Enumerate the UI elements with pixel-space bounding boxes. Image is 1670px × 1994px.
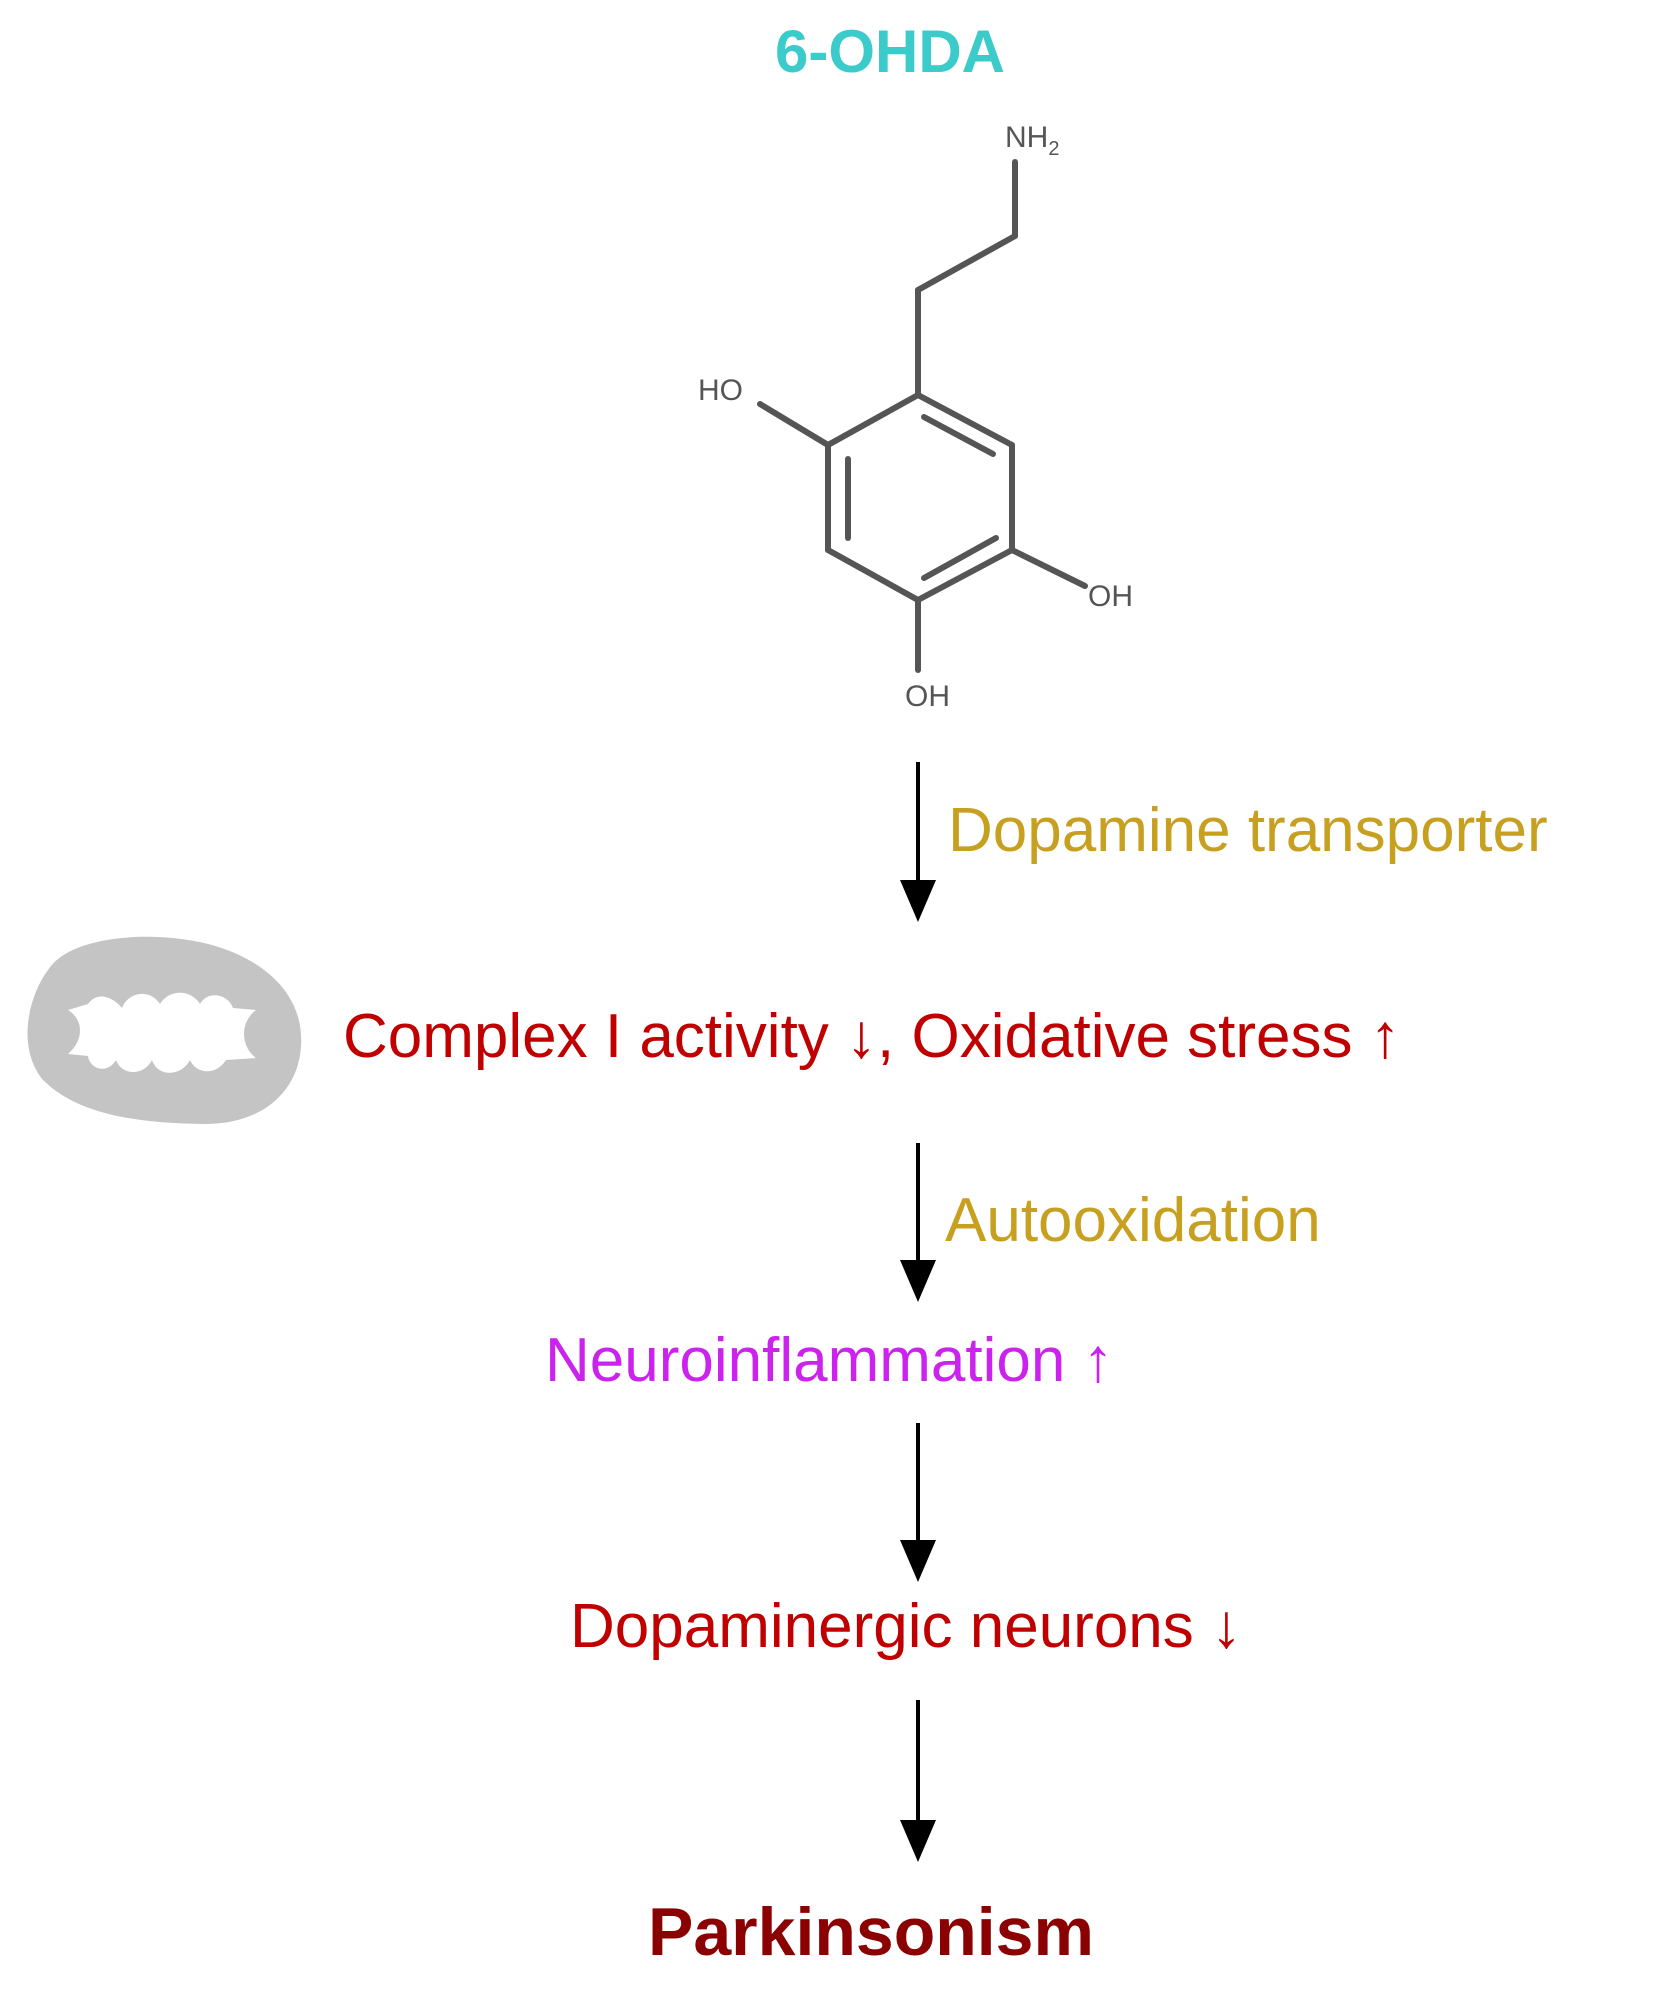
neuroinflammation-text: Neuroinflammation bbox=[545, 1326, 1066, 1395]
ring-bond-6 bbox=[825, 392, 921, 448]
mitochondrion-icon bbox=[27, 936, 302, 1125]
arrow-head-2 bbox=[900, 1260, 936, 1302]
complex-i-text: Complex I activity bbox=[343, 1002, 829, 1071]
oh-right-bond bbox=[1009, 547, 1088, 589]
ring-bond-3 bbox=[915, 547, 1015, 603]
edge-label-autooxidation: Autooxidation bbox=[945, 1186, 1321, 1255]
ring-bond-1 bbox=[915, 392, 1015, 448]
edge-label-transporter: Dopamine transporter bbox=[948, 796, 1548, 865]
ring-double-1 bbox=[921, 414, 996, 457]
amine-label: NH2 bbox=[1005, 121, 1059, 160]
arrow-head-3 bbox=[900, 1540, 936, 1582]
down-arrow-icon: ↓ bbox=[1211, 1592, 1243, 1661]
down-arrow-icon: ↓ bbox=[846, 1002, 878, 1071]
compound-name: 6-OHDA bbox=[775, 18, 1006, 85]
separator: , bbox=[877, 1002, 895, 1071]
dopaminergic-neurons-text: Dopaminergic neurons bbox=[570, 1592, 1194, 1661]
ho-left-label: HO bbox=[698, 374, 743, 407]
up-arrow-icon: ↑ bbox=[1369, 1002, 1401, 1071]
chain-bond-2 bbox=[915, 233, 1018, 293]
oxidative-stress-text: Oxidative stress bbox=[911, 1002, 1353, 1071]
outcome-parkinsonism: Parkinsonism bbox=[648, 1894, 1094, 1970]
up-arrow-icon: ↑ bbox=[1082, 1326, 1114, 1395]
arrow-head-4 bbox=[900, 1820, 936, 1862]
step-mitochondria: Complex I activity ↓, Oxidative stress ↑ bbox=[343, 1006, 1401, 1068]
oh-bottom-label: OH bbox=[905, 680, 950, 713]
step-dopaminergic-neurons: Dopaminergic neurons ↓ bbox=[570, 1596, 1242, 1658]
arrow-head-1 bbox=[900, 880, 936, 922]
6-ohda-structure: NH2 HO OH OH bbox=[698, 121, 1133, 713]
oh-right-label: OH bbox=[1088, 580, 1133, 613]
ring-bond-4 bbox=[825, 547, 921, 603]
ring-double-3 bbox=[921, 535, 999, 581]
step-neuroinflammation: Neuroinflammation ↑ bbox=[545, 1330, 1114, 1392]
ho-left-bond bbox=[757, 401, 831, 448]
